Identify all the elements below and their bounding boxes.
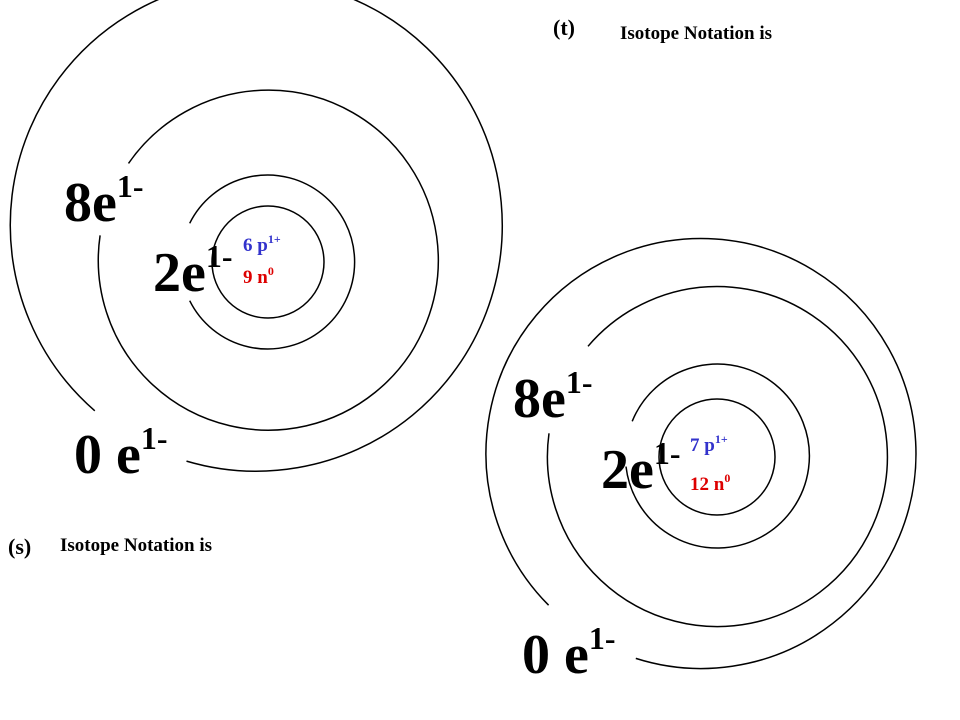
atom-t-shell-3 xyxy=(485,237,917,670)
atom-s-shell-2 xyxy=(97,89,440,431)
atom-s-tag: (s) xyxy=(8,534,31,559)
atom-t-protons: 7 p1+ xyxy=(690,432,728,456)
atom-t-shell-label-2e: 2e1- xyxy=(601,435,681,501)
atom-t-shell-2 xyxy=(546,285,889,628)
atom-t-shell-1 xyxy=(625,363,811,549)
atom-t-shell-label-0e: 0 e1- xyxy=(522,620,616,686)
atom-t: 2e1- 8e1- 0 e1- 7 p1+ 12 n0 (t) Isotope … xyxy=(485,15,917,686)
atom-t-neutrons: 12 n0 xyxy=(690,471,730,495)
atom-s-shell-label-2e: 2e1- xyxy=(153,238,233,304)
atom-s-neutrons: 9 n0 xyxy=(243,264,274,288)
atom-s-nucleus xyxy=(211,205,325,319)
atom-s-protons: 6 p1+ xyxy=(243,232,281,256)
atom-s-shell-label-0e: 0 e1- xyxy=(74,420,168,486)
atom-t-nucleus xyxy=(658,398,776,516)
atom-t-tag: (t) xyxy=(553,15,575,40)
atom-s-shell-label-8e: 8e1- xyxy=(64,168,144,234)
atom-s-shell-3 xyxy=(9,0,503,472)
atom-s-isotope-note: Isotope Notation is xyxy=(60,535,212,556)
atom-t-shell-label-8e: 8e1- xyxy=(513,364,593,430)
atom-s: 2e1- 8e1- 0 e1- 6 p1+ 9 n0 (s) Isotope N… xyxy=(8,0,503,559)
atom-t-isotope-note: Isotope Notation is xyxy=(620,23,772,44)
atom-s-shell-1 xyxy=(189,174,356,350)
